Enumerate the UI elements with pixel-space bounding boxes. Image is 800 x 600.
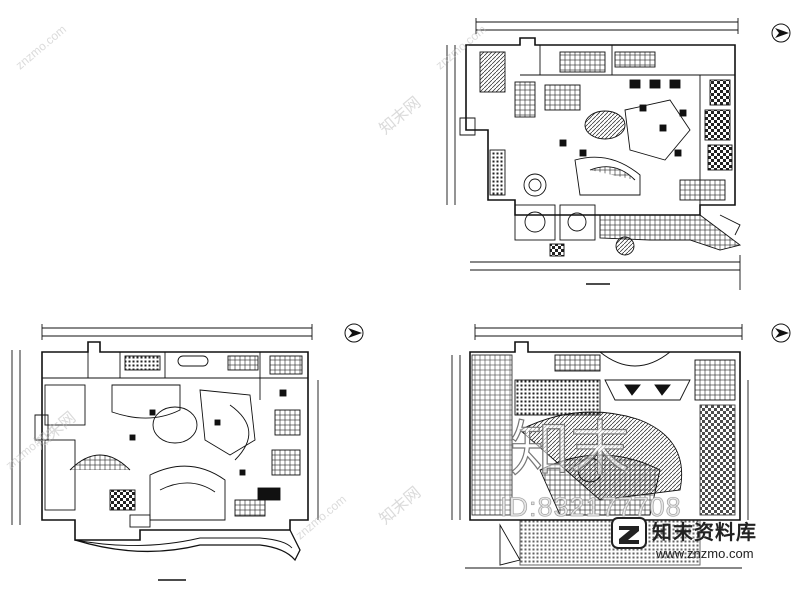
- floor-plan-top-right: [446, 18, 742, 290]
- brand-url: www.znzmo.com: [656, 546, 754, 561]
- watermark-site-en: znzmo.com: [293, 492, 349, 542]
- floor-plan-bottom-left: [11, 324, 319, 581]
- watermark-id-label: ID:832177708: [500, 492, 682, 523]
- brand-block: 知末资料库 www.znzmo.com: [652, 516, 796, 566]
- brand-logo-icon: [611, 517, 647, 549]
- watermark-site-en: znzmo.com: [3, 422, 59, 472]
- floor-plan-bottom-right: [451, 324, 749, 569]
- north-arrow-icon: [771, 23, 791, 43]
- north-arrow-icon: [344, 323, 364, 343]
- brand-name: 知末资料库: [652, 520, 757, 544]
- watermark-overlay-large: 知末: [510, 415, 630, 485]
- watermark-site-cn: 知末网: [376, 483, 424, 528]
- north-arrow-icon: [771, 323, 791, 343]
- watermark-site-cn: 知末网: [376, 93, 424, 138]
- watermark-site-en: znzmo.com: [13, 22, 69, 72]
